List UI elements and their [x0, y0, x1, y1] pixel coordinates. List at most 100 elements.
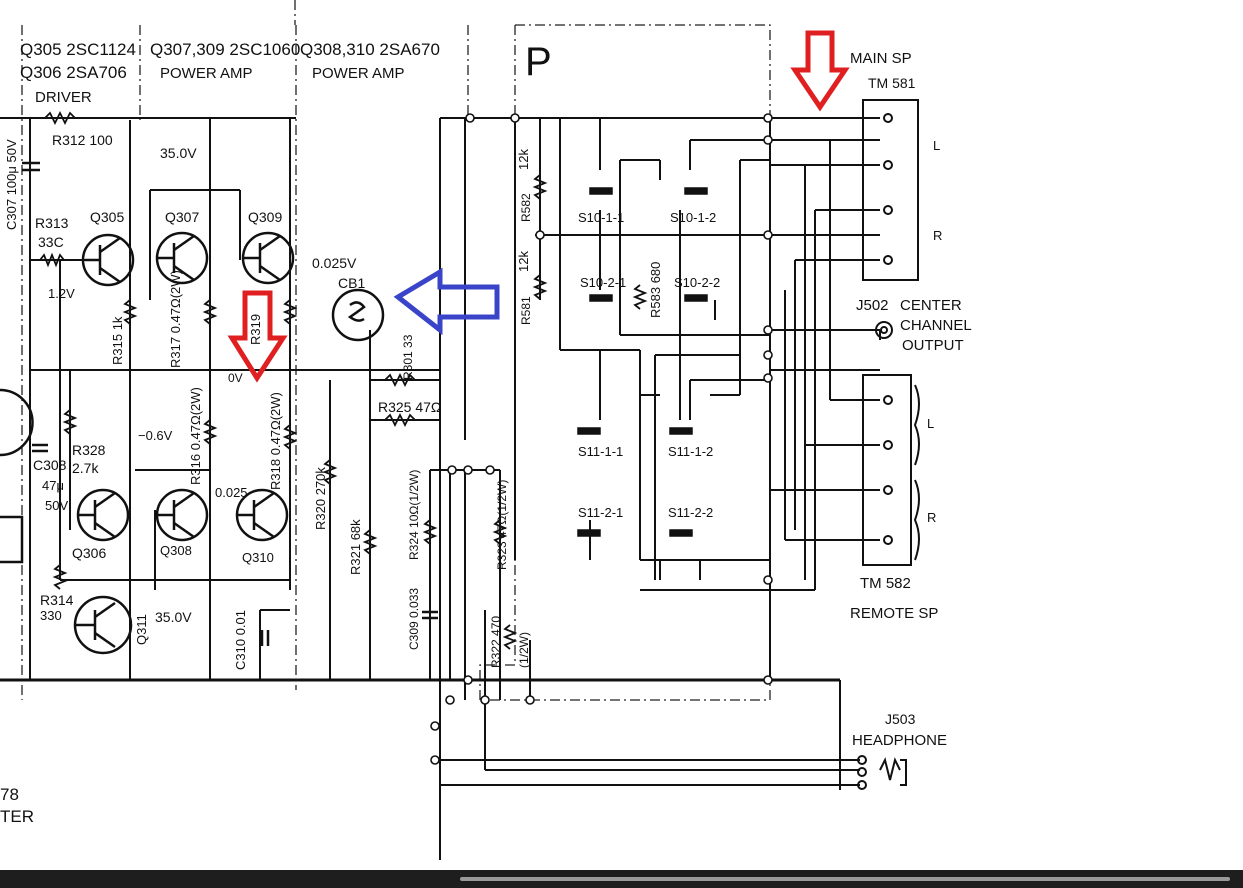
transistor-q307 [155, 231, 209, 285]
label-partial-ter: TER [0, 807, 34, 826]
transistor-q305 [81, 233, 135, 287]
label-c308: C308 [33, 457, 67, 473]
label-q306: Q306 2SA706 [20, 63, 127, 82]
transistor-q309 [241, 231, 295, 285]
label-tm582: TM 582 [860, 575, 911, 592]
label-s10-1-1: S10-1-1 [578, 210, 624, 225]
label-r320: R320 270k [313, 467, 328, 530]
red-arrow-main-sp [790, 30, 850, 112]
label-s11-2-2: S11-2-2 [668, 505, 713, 520]
label-r315: R315 1k [110, 316, 125, 365]
label-q310-tag: Q310 [242, 550, 274, 565]
label-channel: CHANNEL [900, 317, 972, 334]
label-j503: J503 [885, 711, 916, 727]
label-r325: R325 47Ω [378, 399, 441, 415]
label-remote-sp: REMOTE SP [850, 605, 938, 622]
label-section-p: P [525, 40, 552, 84]
label-q311-tag: Q311 [134, 614, 149, 645]
label-v35a: 35.0V [160, 145, 197, 161]
label-driver: DRIVER [35, 89, 92, 106]
label-r319: R319 [248, 314, 263, 345]
label-q308-tag: Q308 [160, 543, 192, 558]
terminal-blocks [857, 99, 920, 790]
label-tm581: TM 581 [868, 75, 916, 91]
label-r582-val: 12k [516, 149, 531, 170]
label-r324: R324 10Ω(1/2W) [407, 470, 421, 560]
transistor-q310 [235, 488, 289, 542]
label-s11-2-1: S11-2-1 [578, 505, 623, 520]
label-l-main: L [933, 138, 940, 153]
label-r301: R301 33 [401, 334, 415, 380]
scrollbar-thumb[interactable] [460, 877, 1230, 881]
horizontal-scrollbar[interactable] [0, 870, 1243, 888]
label-r-main: R [933, 228, 942, 243]
label-c310: C310 0.01 [233, 610, 248, 670]
terminal-block-tm582 [862, 374, 912, 566]
label-r328: R328 [72, 442, 106, 458]
label-r583: R583 680 [648, 262, 663, 318]
resistors [39, 110, 648, 650]
label-s11-1-2: S11-1-2 [668, 444, 713, 459]
label-cb1: CB1 [338, 275, 365, 291]
label-power-amp-2: POWER AMP [312, 65, 405, 82]
label-q307-tag: Q307 [165, 209, 199, 225]
label-r581-val: 12k [516, 251, 531, 272]
switch-contacts [577, 187, 708, 537]
label-power-amp-1: POWER AMP [160, 65, 253, 82]
junction-dots [430, 113, 773, 765]
label-v0-025b: 0.025 [215, 485, 248, 500]
label-r312: R312 100 [52, 132, 113, 148]
label-v1-2: 1.2V [48, 286, 75, 301]
label-q305: Q305 2SC1124 [20, 40, 136, 59]
label-v35b: 35.0V [155, 609, 192, 625]
label-q308-310: Q308,310 2SA670 [300, 40, 440, 59]
label-r581: R581 [519, 296, 533, 325]
wires [0, 117, 881, 860]
label-q307-309: Q307,309 2SC1060 [150, 40, 300, 59]
label-partial-78: 78 [0, 785, 19, 804]
label-r582: R582 [519, 193, 533, 222]
label-r317: R317 0.47Ω(2W) [168, 270, 183, 368]
transistor-q308 [155, 488, 209, 542]
label-main-sp: MAIN SP [850, 50, 912, 67]
label-r328-val: 2.7k [72, 460, 99, 476]
headphone-jack-icon [879, 757, 907, 786]
label-c307: C307 100μ 50V [4, 139, 19, 230]
label-r316: R316 0.47Ω(2W) [188, 387, 203, 485]
text-labels: Q305 2SC1124 Q306 2SA706 DRIVER Q307,309… [0, 40, 972, 826]
section-borders [21, 0, 771, 701]
label-r314: R314 [40, 592, 74, 608]
label-s10-2-1: S10-2-1 [580, 275, 626, 290]
blue-arrow-cb1 [393, 267, 500, 336]
label-headphone: HEADPHONE [852, 732, 947, 749]
center-output-jack [875, 321, 893, 339]
label-r318: R318 0.47Ω(2W) [268, 392, 283, 490]
label-s11-1-1: S11-1-1 [578, 444, 623, 459]
terminal-block-tm581 [862, 99, 919, 281]
transistors [0, 231, 295, 655]
amplifier-schematic: Q305 2SC1124 Q306 2SA706 DRIVER Q307,309… [0, 0, 972, 860]
label-v50: 50V [45, 498, 68, 513]
label-center: CENTER [900, 297, 962, 314]
label-v0: 0V [228, 371, 243, 385]
circuit-breaker-cb1 [331, 288, 385, 342]
label-s10-1-2: S10-1-2 [670, 210, 716, 225]
label-l-remote: L [927, 416, 934, 431]
label-v0-025a: 0.025V [312, 255, 357, 271]
label-r323: R323 47Ω(1/2W) [495, 480, 509, 570]
label-q309-tag: Q309 [248, 209, 282, 225]
label-q306-tag: Q306 [72, 545, 106, 561]
label-c309: C309 0.033 [407, 588, 421, 650]
label-c308-val: 47μ [42, 478, 64, 493]
label-r322-w: (1/2W) [517, 632, 531, 668]
annotation-arrows [227, 30, 850, 383]
transistor-q306 [76, 488, 130, 542]
transistor-q311 [73, 595, 133, 655]
label-output: OUTPUT [902, 337, 964, 354]
label-q305-tag: Q305 [90, 209, 124, 225]
label-r313-val: 33C [38, 234, 64, 250]
label-r321: R321 68k [348, 519, 363, 575]
red-arrow-r319 [227, 290, 288, 383]
label-r314-val: 330 [40, 608, 62, 623]
label-r313: R313 [35, 215, 69, 231]
